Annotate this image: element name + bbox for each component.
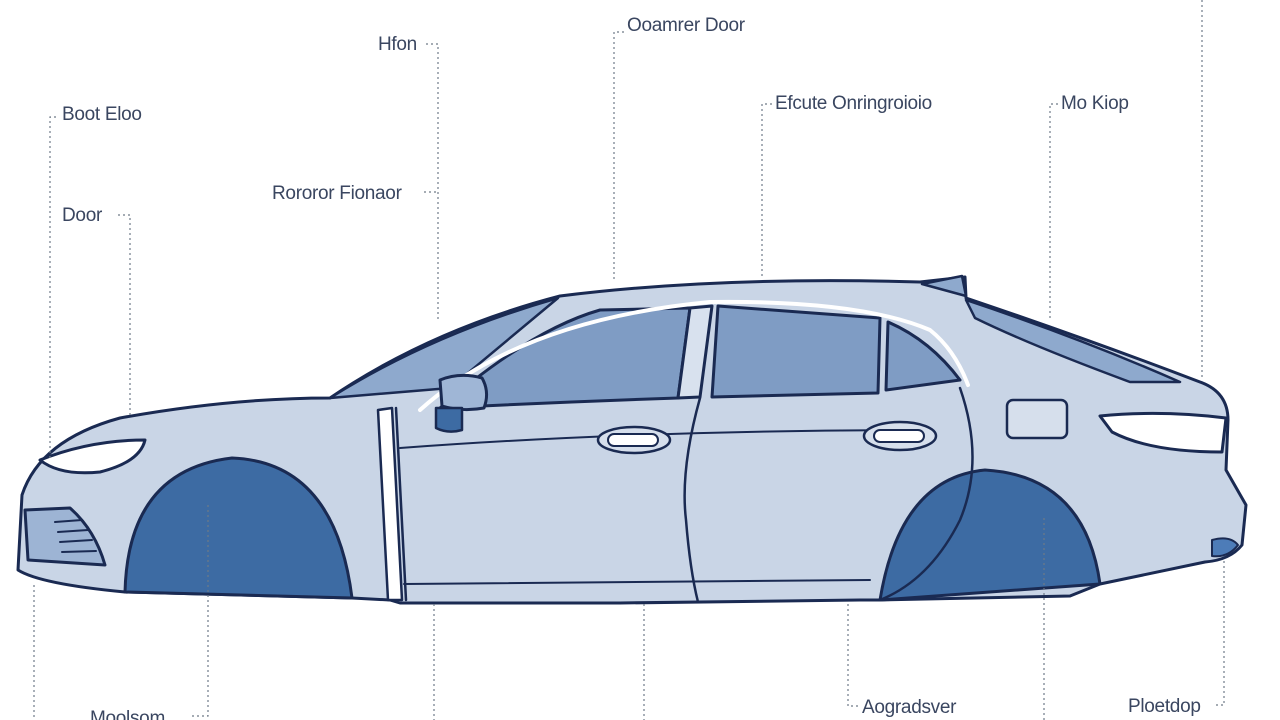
leader-moolsom: [192, 505, 209, 717]
rear-door-seam: [878, 386, 974, 602]
front-door-handle: [596, 425, 672, 455]
front-wheel-well: [123, 456, 354, 600]
a-pillar-edge: [376, 406, 404, 602]
label-ploetdop: Ploetdop: [1128, 696, 1201, 717]
leader-efcute: [761, 103, 772, 278]
leader-mo-kiop: [1049, 103, 1058, 318]
rear-windshield: [964, 298, 1182, 384]
label-door: Door: [62, 205, 103, 226]
quarter-window: [884, 320, 962, 392]
label-aggradsver: Aogradsver: [862, 697, 957, 718]
rear-reflector: [1211, 537, 1239, 558]
leader-aggradsver: [847, 604, 858, 707]
label-front: Hfon: [378, 34, 417, 55]
mirror-arm: [434, 406, 464, 433]
label-efcute: Efcute Onringroioio: [775, 93, 932, 114]
part-labels: Boot Eloo Door Hfon Rororor Fionaor Ooam…: [62, 15, 1201, 720]
window-trim: [418, 299, 970, 412]
rear-window: [710, 304, 882, 399]
rear-door-handle: [862, 420, 938, 452]
rear-wheel-well: [878, 468, 1102, 602]
headlight: [38, 438, 147, 475]
rocker-line: [403, 579, 871, 585]
label-moolsom: Moolsom: [90, 708, 165, 720]
grille-slats: [54, 519, 97, 553]
leader-ploetdop: [1216, 560, 1225, 706]
leader-door: [118, 214, 131, 418]
leader-lines: [33, 0, 1225, 720]
windshield: [328, 296, 560, 400]
label-rotor-floor: Rororor Fionaor: [272, 183, 403, 204]
front-door-seam: [394, 406, 408, 602]
roof-fin: [920, 274, 968, 298]
taillight: [1098, 411, 1228, 454]
leader-cowner-door: [613, 31, 624, 282]
side-mirror: [438, 373, 489, 412]
car-body: [16, 274, 1248, 605]
middle-door-seam: [683, 396, 702, 604]
leader-boot-floor: [49, 116, 56, 460]
label-mo-kiop: Mo Kiop: [1061, 93, 1129, 114]
label-cowner-door: Ooamrer Door: [627, 15, 746, 36]
fuel-door: [1005, 398, 1069, 440]
leader-front: [426, 43, 439, 322]
label-boot-floor: Boot Eloo: [62, 104, 142, 125]
